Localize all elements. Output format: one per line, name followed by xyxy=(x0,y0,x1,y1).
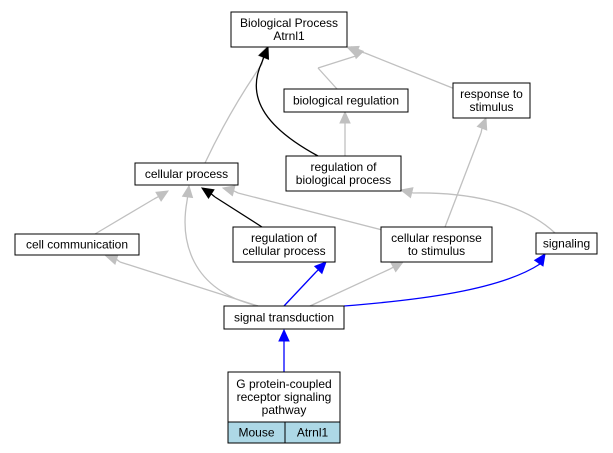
edge-cell-communication-to-cellular-process xyxy=(94,190,170,235)
edge-line-tail xyxy=(357,50,366,54)
arrowhead xyxy=(278,328,290,342)
arrowhead xyxy=(476,116,488,131)
annotation-row: Mouse Atrnl1 xyxy=(227,421,341,444)
edge-signal-transduction-to-cellular-response-to-stimulus xyxy=(343,253,546,307)
edge-line xyxy=(412,192,556,234)
node-label: biological regulation xyxy=(293,94,399,108)
edge-line-tail xyxy=(210,193,216,198)
node-label: Biological Process xyxy=(240,16,338,30)
edge-cellular-response-to-stimulus-to-response-to-stimulus xyxy=(399,187,556,234)
node-label: cell communication xyxy=(26,238,128,252)
edge-line-tail xyxy=(389,266,394,270)
edge-signal-transduction-to-signaling xyxy=(278,328,290,372)
species-cell[interactable]: Mouse xyxy=(227,421,286,444)
edge-line-tail xyxy=(538,262,541,265)
arrowhead xyxy=(221,185,236,197)
edge-response-to-stimulus-to-root xyxy=(345,45,456,90)
node-box xyxy=(134,162,239,186)
node-label: signaling xyxy=(543,237,590,251)
edge-line-tail xyxy=(116,258,121,263)
edge-line-tail xyxy=(315,269,319,273)
node-box xyxy=(232,226,336,263)
node-label: biological process xyxy=(296,173,391,187)
node-box xyxy=(452,82,531,119)
node-biological-regulation[interactable]: biological regulation xyxy=(283,88,409,113)
edge-line xyxy=(255,61,319,157)
species-cell-label: Mouse xyxy=(238,426,274,440)
node-label: response to xyxy=(460,87,523,101)
edge-line-tail xyxy=(261,56,265,63)
edge-line xyxy=(119,261,259,307)
edge-cellular-response-to-stimulus-to-cellular-process xyxy=(444,116,488,228)
node-label: stimulus xyxy=(469,100,513,114)
edge-line xyxy=(283,271,317,307)
node-box xyxy=(227,371,341,423)
edge-regulation-of-biological-process-to-biological-regulation xyxy=(339,110,351,156)
gene-cell-label: Atrnl1 xyxy=(297,426,329,440)
node-label: regulation of xyxy=(251,231,318,245)
node-label: cellular response xyxy=(391,231,482,245)
node-box xyxy=(535,232,598,255)
edge-line xyxy=(237,192,391,233)
node-box xyxy=(285,155,402,192)
edge-line xyxy=(94,198,155,235)
edge-line xyxy=(317,67,338,90)
edge-line xyxy=(364,52,456,90)
edge-line xyxy=(343,263,541,307)
node-box xyxy=(223,305,345,330)
node-label: cellular process xyxy=(242,244,325,258)
arrowhead xyxy=(339,110,351,124)
edge-line-tail xyxy=(480,128,483,134)
node-box xyxy=(14,233,140,256)
edge-line-tail xyxy=(233,190,239,194)
node-label: cellular process xyxy=(145,167,228,181)
edge-line xyxy=(444,132,482,228)
node-cellular-process[interactable]: cellular process xyxy=(134,162,239,186)
edge-line xyxy=(214,196,263,228)
edge-line-tail xyxy=(186,196,189,202)
arrowhead xyxy=(200,187,215,200)
node-label: receptor signaling xyxy=(237,390,332,404)
node-box xyxy=(230,11,348,48)
node-label: pathway xyxy=(262,403,307,417)
node-label: G protein-coupled xyxy=(236,377,331,391)
arrowhead xyxy=(313,261,327,275)
edge-line xyxy=(309,268,391,307)
edge-line xyxy=(204,63,263,164)
arrowhead xyxy=(104,254,119,265)
edge-line-tail xyxy=(317,54,360,69)
node-signal-transduction[interactable]: signal transduction xyxy=(223,305,345,330)
node-signaling[interactable]: signaling xyxy=(535,232,598,255)
node-label: to stimulus xyxy=(408,244,465,258)
arrowhead xyxy=(155,190,170,202)
node-box xyxy=(380,226,493,263)
edge-signal-transduction-to-cell-communication xyxy=(283,261,327,307)
gene-cell[interactable]: Atrnl1 xyxy=(284,421,341,444)
node-label: Atrnl1 xyxy=(273,29,305,43)
edge-line-tail xyxy=(153,196,159,200)
gene-cell-box xyxy=(284,421,341,444)
node-label: signal transduction xyxy=(234,311,334,325)
node-cell-communication[interactable]: cell communication xyxy=(14,233,140,256)
arrowhead xyxy=(258,45,270,60)
edge-regulation-of-cellular-process-to-regulation-of-biological-process xyxy=(221,185,391,233)
edge-regulation-of-cellular-process-to-cellular-process xyxy=(200,187,263,228)
edge-cellular-process-to-root xyxy=(204,45,269,164)
arrowhead xyxy=(181,184,194,199)
arrowhead xyxy=(399,187,414,199)
edge-regulation-of-biological-process-to-root xyxy=(255,45,319,157)
node-box xyxy=(283,88,409,113)
node-label: regulation of xyxy=(310,160,377,174)
edges-layer xyxy=(94,45,556,372)
